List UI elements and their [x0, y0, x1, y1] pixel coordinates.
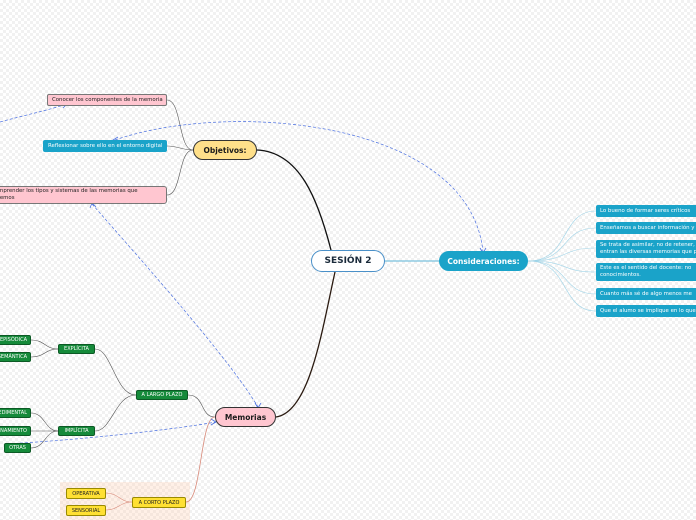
consideracion-5[interactable]: Cuanto más sé de algo menos me [596, 288, 696, 300]
memorias-topic[interactable]: Memorias [215, 407, 276, 427]
link-corto-2 [105, 501, 133, 511]
link-obj-3 [166, 149, 194, 196]
link-cons-3 [527, 247, 597, 262]
link-mem-corto [185, 416, 216, 503]
relationship-implicita-memorias [4, 421, 217, 445]
explicita-topic[interactable]: EXPLÍCITA [58, 344, 95, 354]
largo-plazo-topic[interactable]: A LARGO PLAZO [136, 390, 188, 400]
consideracion-2[interactable]: Enseñamos a buscar información y [596, 222, 696, 234]
link-obj-1 [166, 99, 194, 151]
objetivos-topic[interactable]: Objetivos: [193, 140, 257, 160]
link-largo-explicita [94, 348, 137, 396]
link-central-memorias [275, 271, 336, 418]
link-explicita-1 [30, 339, 59, 350]
link-mem-largo [187, 394, 216, 418]
consideracion-1[interactable]: Lo bueno de formar seres críticos [596, 205, 696, 217]
link-cons-6 [527, 260, 597, 312]
central-topic[interactable]: SESIÓN 2 [311, 250, 385, 272]
consideracion-4[interactable]: Este es el sentido del docente: no conoc… [596, 263, 696, 281]
link-obj-2 [166, 145, 194, 151]
link-cons-2 [527, 227, 597, 262]
relationship-comprender-memorias [91, 203, 259, 408]
link-corto-1 [105, 492, 133, 503]
consideraciones-topic[interactable]: Consideraciones: [439, 251, 528, 271]
consideracion-6[interactable]: Que el alumo se implique en lo que [596, 305, 696, 317]
objetivo-conocer[interactable]: Conocer los componentes de la memoria [47, 94, 167, 106]
link-cons-4 [527, 260, 597, 273]
consideracion-3[interactable]: Se trata de asimilar, no de retener, ent… [596, 240, 696, 258]
link-implicita-1 [30, 412, 59, 432]
objetivo-comprender[interactable]: Comprender los tipos y sistemas de las m… [0, 186, 167, 204]
link-implicita-3 [30, 430, 59, 449]
episodica-item[interactable]: EPISÓDICA [0, 335, 31, 345]
condicionamiento-item[interactable]: CONDICIONAMIENTO [0, 426, 31, 436]
otras-item[interactable]: OTRAS [4, 443, 31, 453]
link-cons-1 [527, 210, 597, 262]
semantica-item[interactable]: SEMÁNTICA [0, 352, 31, 362]
relationship-left-conocer [0, 103, 67, 123]
implicita-topic[interactable]: IMPLÍCITA [58, 426, 95, 436]
operativa-item[interactable]: OPERATIVA [66, 488, 106, 499]
link-central-objetivos [256, 149, 332, 251]
procedimental-item[interactable]: PROCEDIMENTAL [0, 408, 31, 418]
sensorial-item[interactable]: SENSORIAL [66, 505, 106, 516]
link-cons-5 [527, 260, 597, 295]
corto-plazo-topic[interactable]: A CORTO PLAZO [132, 497, 186, 508]
relationship-objetivos-consideraciones [114, 121, 484, 253]
link-explicita-2 [30, 348, 59, 358]
objetivo-reflexionar[interactable]: Reflexionar sobre ello en el entorno dig… [43, 140, 167, 152]
link-largo-implicita [94, 394, 137, 432]
